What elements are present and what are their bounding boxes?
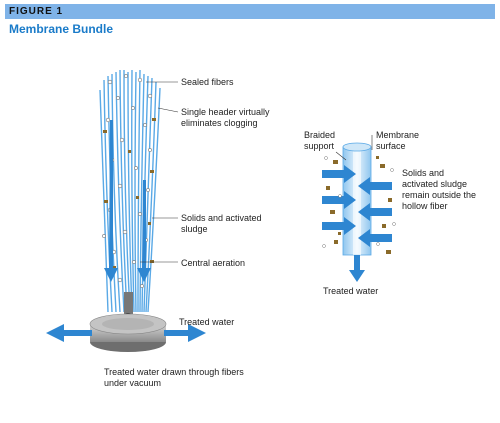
sludge-particles: [103, 118, 156, 269]
bundle-leaders: [140, 81, 179, 263]
figure-label: FIGURE 1: [9, 6, 64, 17]
hollow-fiber-detail: [322, 142, 396, 282]
detail-leaders: [335, 135, 373, 161]
label-detail-treated-water: Treated water: [323, 286, 379, 296]
label-membrane-surface: Membrane surface: [376, 130, 420, 151]
treated-water-arrows: [46, 324, 206, 342]
label-single-header: Single header virtually eliminates clogg…: [181, 107, 270, 128]
label-drawn-through-fibers: Treated water drawn through fibers under…: [104, 367, 244, 388]
label-treated-water-out: Treated water: [179, 317, 235, 327]
label-solids-remain: Solids and activated sludge remain outsi…: [402, 168, 477, 211]
label-solids-sludge: Solids and activated sludge: [181, 213, 262, 234]
figure-banner: [5, 4, 495, 19]
header-assembly: [89, 313, 167, 352]
figure-title: Membrane Bundle: [9, 22, 114, 36]
label-central-aeration: Central aeration: [181, 258, 246, 268]
flow-arrows-down: [104, 120, 151, 282]
label-sealed-fibers: Sealed fibers: [181, 77, 234, 87]
label-braided-support: Braided support: [304, 130, 336, 151]
